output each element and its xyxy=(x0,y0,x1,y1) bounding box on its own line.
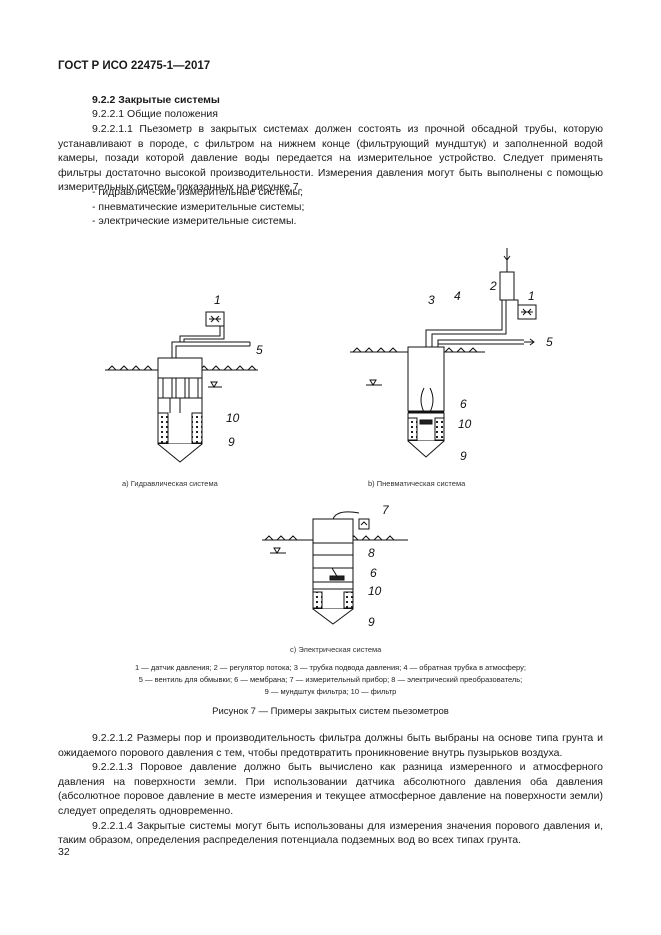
label-b-3: 3 xyxy=(428,293,435,307)
ground-surface-b xyxy=(350,347,485,353)
labels-a: 1 5 10 9 xyxy=(214,293,263,449)
diagram-electric xyxy=(262,511,408,625)
caption-c: с) Электрическая система xyxy=(290,645,382,654)
label-a-1: 1 xyxy=(214,293,221,307)
diagram-hydraulic xyxy=(105,311,258,463)
section-title: 9.2.2 Закрытые системы xyxy=(92,94,220,106)
label-b-10: 10 xyxy=(458,417,472,431)
page-number: 32 xyxy=(58,846,70,858)
figure-legend: 1 — датчик давления; 2 — регулятор поток… xyxy=(58,662,603,698)
label-b-6: 6 xyxy=(460,397,467,411)
label-c-9: 9 xyxy=(368,615,375,629)
legend-line: 1 — датчик давления; 2 — регулятор поток… xyxy=(135,663,526,672)
body-paragraphs: 9.2.2.1.2 Размеры пор и производительнос… xyxy=(58,731,603,848)
paragraph-9-2-2-1-1: 9.2.2.1.1 Пьезометр в закрытых системах … xyxy=(58,123,603,194)
label-c-7: 7 xyxy=(382,503,390,517)
label-a-5: 5 xyxy=(256,343,263,357)
label-b-1: 1 xyxy=(528,289,535,303)
measurement-systems-list: гидравлические измерительные системы; пн… xyxy=(92,185,304,229)
document-header: ГОСТ Р ИСО 22475-1—2017 xyxy=(58,60,211,72)
list-item: гидравлические измерительные системы; xyxy=(92,185,304,200)
figure-title: Рисунок 7 — Примеры закрытых систем пьез… xyxy=(212,706,449,717)
subsection-title: 9.2.2.1 Общие положения xyxy=(92,108,218,120)
label-c-10: 10 xyxy=(368,584,382,598)
paragraph-9-2-2-1-2: 9.2.2.1.2 Размеры пор и производительнос… xyxy=(58,732,603,759)
figure-7-drawing: 1 5 10 9 а) Гидравлическая система xyxy=(105,248,553,654)
list-item: электрические измерительные системы. xyxy=(92,214,304,229)
labels-b: 2 1 3 4 5 6 10 9 xyxy=(428,279,553,463)
label-b-2: 2 xyxy=(489,279,497,293)
label-b-9: 9 xyxy=(460,449,467,463)
label-c-8: 8 xyxy=(368,546,375,560)
label-b-4: 4 xyxy=(454,289,461,303)
caption-a: а) Гидравлическая система xyxy=(122,479,219,488)
list-item: пневматические измерительные системы; xyxy=(92,200,304,215)
label-c-6: 6 xyxy=(370,566,377,580)
diagram-pneumatic xyxy=(350,248,537,458)
label-a-9: 9 xyxy=(228,435,235,449)
label-b-5: 5 xyxy=(546,335,553,349)
paragraph-9-2-2-1-4: 9.2.2.1.4 Закрытые системы могут быть ис… xyxy=(58,819,603,847)
labels-c: 7 8 6 10 9 xyxy=(368,503,390,629)
caption-b: b) Пневматическая система xyxy=(368,479,466,488)
legend-line: 9 — мундштук фильтра; 10 — фильтр xyxy=(264,687,397,696)
legend-line: 5 — вентиль для обмывки; 6 — мембрана; 7… xyxy=(138,675,523,684)
paragraph-9-2-2-1-3: 9.2.2.1.3 Поровое давление должно быть в… xyxy=(58,761,603,817)
label-a-10: 10 xyxy=(226,411,240,425)
